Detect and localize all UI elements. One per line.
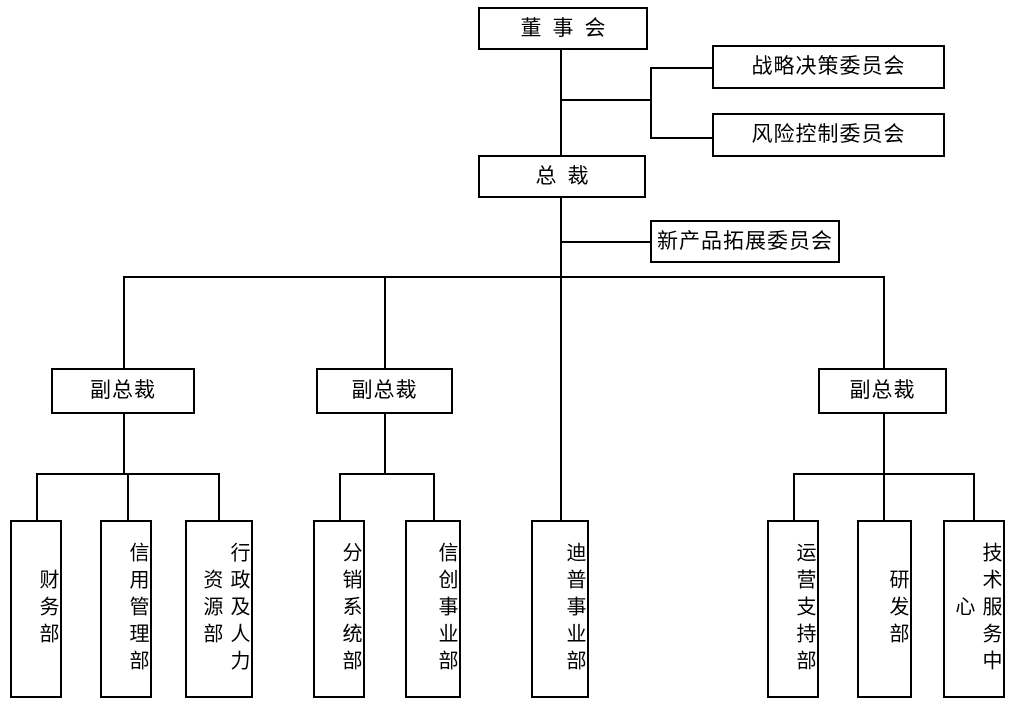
connector-bus-to-vp1 bbox=[123, 276, 125, 368]
connector-vp2-subbus bbox=[339, 473, 435, 475]
connector-bus-to-vp3 bbox=[883, 276, 885, 368]
node-president[interactable]: 总裁 bbox=[478, 155, 646, 198]
connector-bus-to-dptech bbox=[560, 276, 562, 520]
node-risk-committee[interactable]: 风险控制委员会 bbox=[712, 113, 945, 157]
node-admin-hr[interactable]: 行政及人力资源部 bbox=[185, 520, 253, 698]
connector-to-new-product-committee bbox=[560, 241, 650, 243]
connector-vp2-to-distribution bbox=[339, 473, 341, 520]
connector-main-bus bbox=[123, 276, 885, 278]
connector-committee-riser bbox=[650, 68, 652, 139]
connector-vp3-to-rnd bbox=[883, 473, 885, 520]
connector-to-risk-committee bbox=[650, 137, 712, 139]
node-credit-management[interactable]: 信用管理部 bbox=[100, 520, 152, 698]
connector-vp1-to-adminhr bbox=[218, 473, 220, 520]
connector-vp2-to-xinchuang bbox=[433, 473, 435, 520]
connector-vp2-drop bbox=[384, 414, 386, 474]
node-vp2[interactable]: 副总裁 bbox=[316, 368, 453, 414]
connector-board-to-committees bbox=[560, 99, 652, 101]
node-dptech-division[interactable]: 迪普事业部 bbox=[531, 520, 589, 698]
connector-vp3-to-operations bbox=[793, 473, 795, 520]
node-distribution-system[interactable]: 分销系统部 bbox=[313, 520, 365, 698]
node-tech-service-center[interactable]: 技术服务中心 bbox=[943, 520, 1005, 698]
connector-vp1-to-finance bbox=[36, 473, 38, 520]
node-vp3[interactable]: 副总裁 bbox=[818, 368, 947, 414]
node-operations-support[interactable]: 运营支持部 bbox=[767, 520, 819, 698]
node-finance[interactable]: 财务部 bbox=[10, 520, 62, 698]
node-rnd[interactable]: 研发部 bbox=[857, 520, 912, 698]
connector-president-trunk bbox=[560, 198, 562, 278]
connector-board-trunk bbox=[560, 50, 562, 155]
connector-vp3-drop bbox=[883, 414, 885, 474]
connector-vp3-to-techservice bbox=[973, 473, 975, 520]
node-xinchuang-division[interactable]: 信创事业部 bbox=[405, 520, 461, 698]
connector-vp1-to-credit bbox=[127, 473, 129, 520]
node-vp1[interactable]: 副总裁 bbox=[51, 368, 195, 414]
node-strategy-committee[interactable]: 战略决策委员会 bbox=[712, 45, 945, 89]
node-new-product-committee[interactable]: 新产品拓展委员会 bbox=[650, 220, 840, 263]
connector-to-strategy-committee bbox=[650, 67, 712, 69]
node-board[interactable]: 董事会 bbox=[478, 7, 648, 50]
connector-bus-to-vp2 bbox=[384, 276, 386, 368]
connector-vp1-drop bbox=[123, 414, 125, 474]
